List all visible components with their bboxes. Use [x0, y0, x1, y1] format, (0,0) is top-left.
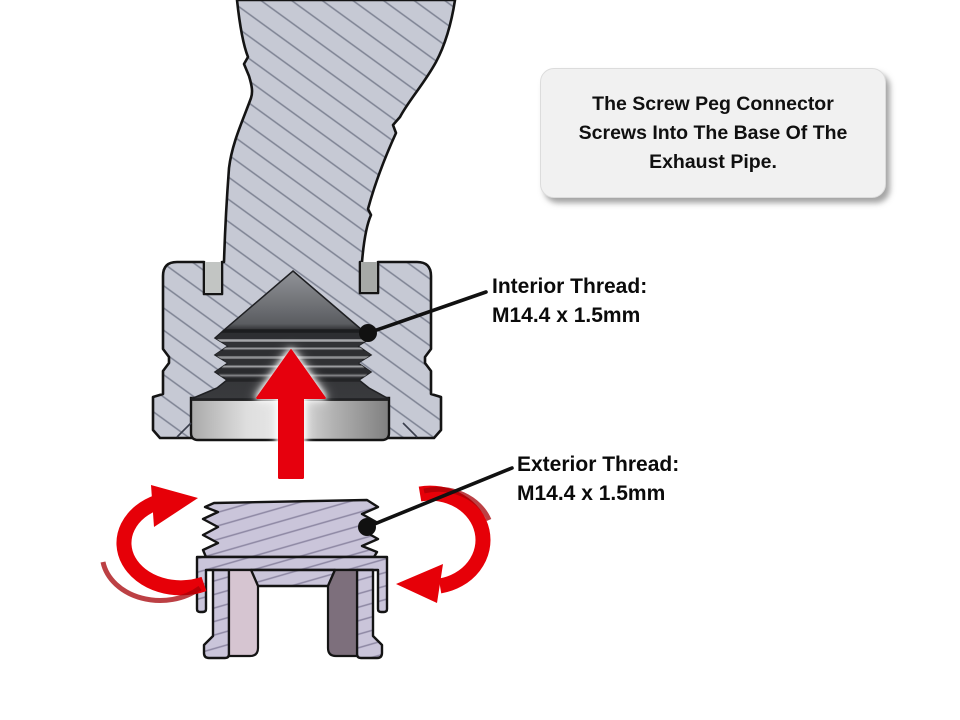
exterior-thread-spec: M14.4 x 1.5mm: [517, 482, 666, 505]
peg-leg-left: [202, 568, 231, 660]
peg-inner-face-right: [326, 568, 359, 658]
callout-line-2: Screws Into The Base Of The: [578, 121, 848, 144]
peg-thread-head: [201, 498, 380, 559]
flange-slot-right: [359, 262, 379, 294]
peg-web: [249, 568, 337, 588]
flange-slot-left: [203, 262, 223, 295]
insertion-arrow: [256, 349, 326, 479]
interior-thread-title: Interior Thread:: [492, 275, 648, 298]
callout-line-3: Exhaust Pipe.: [649, 150, 777, 173]
leader-exterior-thread: [358, 466, 514, 536]
peg-collar: [195, 555, 389, 614]
leader-interior-thread: [359, 290, 488, 342]
screw-peg-connector: [195, 498, 389, 660]
callout-line-1: The Screw Peg Connector: [592, 92, 834, 115]
interior-thread-label: Interior Thread: M14.4 x 1.5mm: [492, 272, 647, 330]
exterior-thread-title: Exterior Thread:: [517, 453, 680, 476]
exterior-thread-label: Exterior Thread: M14.4 x 1.5mm: [517, 450, 679, 508]
interior-thread-spec: M14.4 x 1.5mm: [492, 304, 641, 327]
rotation-arrow-right: [396, 485, 492, 603]
callout-box: The Screw Peg Connector Screws Into The …: [540, 68, 886, 198]
peg-inner-face-left: [227, 568, 260, 658]
rotation-arrow-left: [100, 485, 207, 604]
